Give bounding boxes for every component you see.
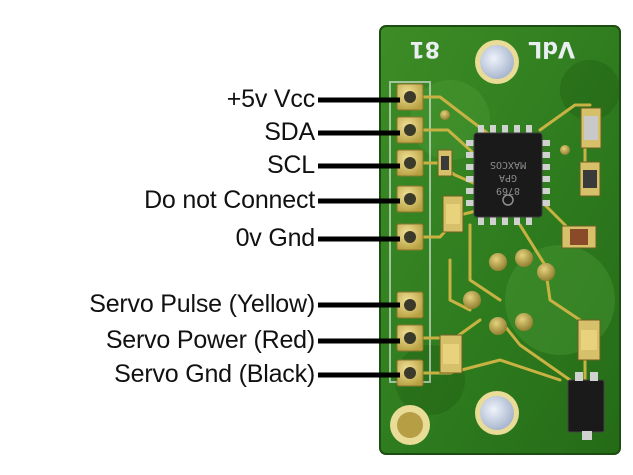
mounting-hole-top bbox=[475, 40, 519, 84]
leader-lines bbox=[318, 97, 400, 378]
transistor-package bbox=[567, 372, 605, 440]
pin-label-gnd: 0v Gnd bbox=[235, 224, 316, 252]
pin-label-do-not-connect: Do not Connect bbox=[144, 186, 315, 214]
mounting-hole-bottom bbox=[475, 391, 519, 435]
pin-label-servo-power: Servo Power (Red) bbox=[105, 326, 315, 354]
corner-pad-bottom-left bbox=[390, 405, 430, 445]
chip-marking-line-2: GPA bbox=[499, 172, 517, 183]
pin-label-vcc: +5v Vcc bbox=[226, 85, 315, 113]
chip-marking-line-3: MAXCOS bbox=[490, 159, 526, 170]
pin-label-servo-pulse: Servo Pulse (Yellow) bbox=[89, 290, 315, 318]
pin-label-sda: SDA bbox=[264, 118, 315, 146]
header-pads bbox=[396, 83, 424, 387]
pin-label-servo-gnd: Servo Gnd (Black) bbox=[114, 360, 315, 388]
passive-components bbox=[437, 107, 602, 374]
chip-marking-line-1: 8769 bbox=[496, 185, 520, 196]
vias bbox=[440, 110, 570, 335]
microcontroller-chip: 8769 GPA MAXCOS bbox=[466, 125, 550, 225]
pin-label-scl: SCL bbox=[266, 151, 315, 179]
silkscreen-number: 81 bbox=[409, 36, 440, 61]
silkscreen-mark: VdL bbox=[528, 36, 575, 61]
chip-logo bbox=[502, 194, 514, 206]
